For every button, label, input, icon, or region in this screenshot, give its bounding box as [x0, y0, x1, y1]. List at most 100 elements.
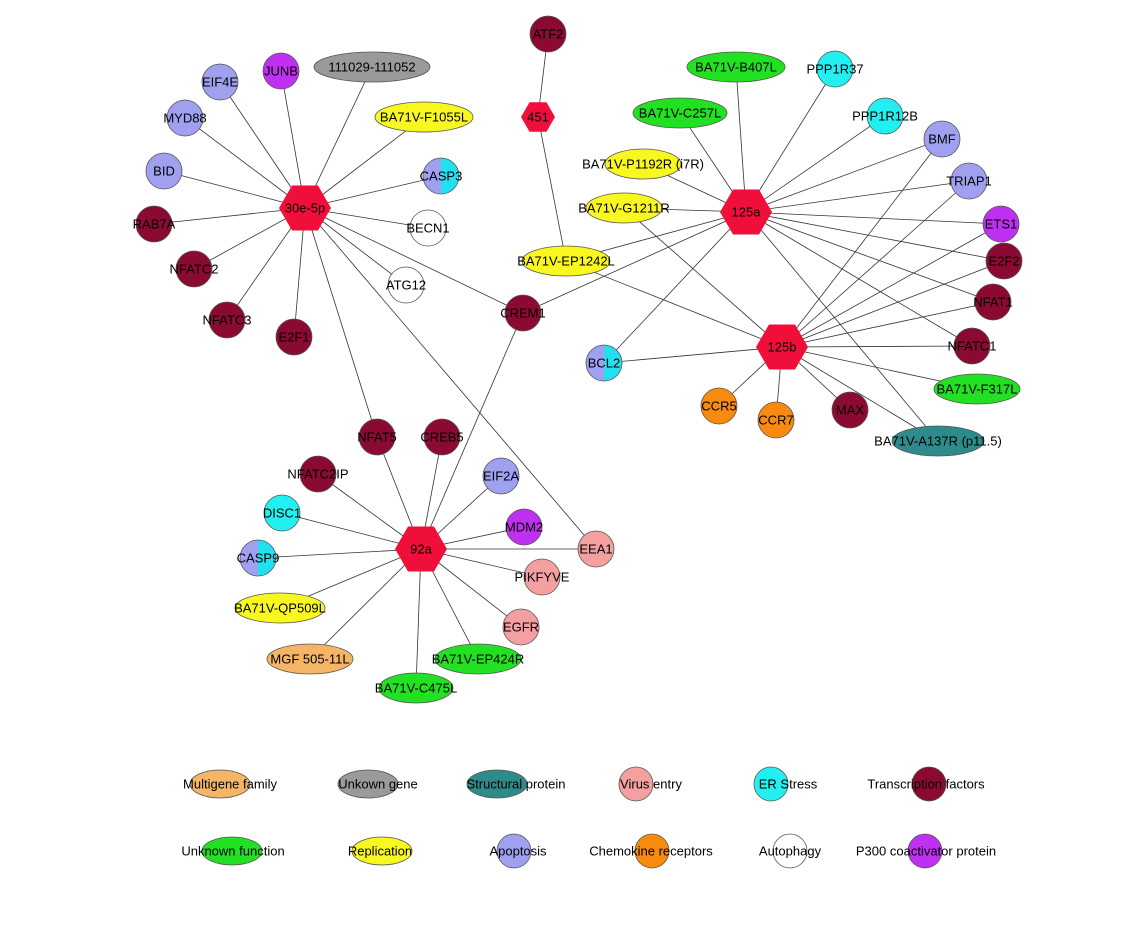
node-label-MGF505: MGF 505-11L: [270, 652, 349, 667]
legend-label-2: Structural protein: [467, 777, 566, 792]
legend-item-3: Virus entry: [618, 766, 682, 802]
node-shape-CASP9: [239, 539, 277, 577]
node-shape-EIF4E: [201, 63, 239, 101]
edge-30e-F1055L: [304, 116, 425, 209]
node-label-CASP3: CASP3: [420, 169, 463, 184]
node-shape-NFATC2: [175, 250, 213, 288]
edge-30e-EEA1: [304, 207, 597, 550]
node-125a: 125a: [720, 189, 772, 235]
node-BMF: BMF: [923, 120, 961, 158]
node-shape-PPP1R12B: [866, 97, 904, 135]
node-label-E2F2: E2F2: [988, 254, 1019, 269]
node-F317L: BA71V-F317L: [933, 373, 1021, 405]
node-label-A137R: BA71V-A137R (p11.5): [874, 434, 1002, 449]
legend-label-9: Chemokine receptors: [589, 844, 713, 859]
legend-item-9: Chemokine receptors: [589, 833, 713, 869]
node-shape-ETS1: [982, 205, 1020, 243]
node-shape-NFAT5: [358, 418, 396, 456]
node-label-BCL2: BCL2: [588, 356, 621, 371]
node-shape-EGFR: [502, 608, 540, 646]
node-label-C257L: BA71V-C257L: [639, 106, 721, 121]
node-EEA1: EEA1: [577, 530, 615, 568]
edge-30e-EIF4E: [219, 81, 306, 209]
node-label-DISC1: DISC1: [263, 506, 301, 521]
node-label-F1055L: BA71V-F1055L: [380, 110, 468, 125]
node-label-NFATC2IP: NFATC2IP: [287, 467, 348, 482]
edge-92a-MGF505: [309, 548, 422, 660]
node-shape-B407L: [686, 51, 786, 83]
node-label-G1211R: BA71V-G1211R: [578, 201, 670, 216]
edge-125a-PPP1R37: [745, 68, 836, 213]
node-shape-QP509L: [234, 592, 326, 624]
node-shape-PPP1R37: [816, 50, 854, 88]
node-DISC1: DISC1: [263, 494, 301, 532]
node-shape-F1055L: [374, 101, 474, 133]
node-shape-CREB5: [423, 418, 461, 456]
node-shape-BID: [145, 152, 183, 190]
edge-92a-DISC1: [281, 512, 422, 550]
legend-swatch-3: [618, 766, 654, 802]
legend-swatch-0: [189, 769, 251, 799]
edge-125b-BCL2: [603, 346, 783, 364]
edge-451-EP1242L: [537, 116, 567, 262]
edge-125b-ETS1: [781, 223, 1002, 348]
node-shape-C257L: [632, 97, 728, 129]
node-shape-TRIAP1: [950, 162, 988, 200]
node-shape-MAX: [831, 391, 869, 429]
node-NFATC2IP: NFATC2IP: [287, 455, 349, 493]
node-shape-PIKFYVE: [523, 558, 561, 596]
node-111029: 111029-111052: [313, 51, 431, 83]
node-label-F317L: BA71V-F317L: [937, 382, 1018, 397]
edge-30e-111029: [304, 66, 373, 209]
node-BECN1: BECN1: [406, 209, 450, 247]
node-NFATC2: NFATC2: [170, 250, 218, 288]
edge-125a-B407L: [735, 66, 747, 213]
legend-swatch-10: [772, 833, 808, 869]
node-label-NFAT1: NFAT1: [973, 295, 1013, 310]
node-label-MYD88: MYD88: [163, 111, 206, 126]
node-shape-92a: [395, 526, 447, 572]
node-EIF4E: EIF4E: [201, 63, 239, 101]
node-shape-JUNB: [262, 52, 300, 90]
node-shape-E2F1: [275, 318, 313, 356]
edge-125b-EP1242L: [565, 260, 783, 348]
node-shape-F317L: [933, 373, 1021, 405]
node-shape-451: [521, 102, 555, 132]
node-ATG12: ATG12: [386, 266, 426, 304]
legend-label-4: ER Stress: [759, 777, 818, 792]
node-NFAT1: NFAT1: [973, 283, 1013, 321]
node-EGFR: EGFR: [502, 608, 540, 646]
edge-125a-A137R: [745, 211, 939, 442]
node-label-TRIAP1: TRIAP1: [946, 174, 992, 189]
edge-92a-CASP9: [257, 548, 422, 559]
node-label-BID: BID: [153, 164, 175, 179]
legend-item-6: Unknown function: [181, 836, 285, 866]
node-label-C475L: BA71V-C475L: [375, 681, 457, 696]
node-label-PPP1R12B: PPP1R12B: [852, 109, 918, 124]
node-label-EGFR: EGFR: [503, 620, 539, 635]
edge-92a-CREM: [420, 312, 524, 550]
legend-swatch-2: [466, 769, 528, 799]
legend-swatch-7: [351, 836, 413, 866]
node-label-ETS1: ETS1: [985, 217, 1018, 232]
node-shape-RAB7A: [135, 205, 173, 243]
node-label-RAB7A: RAB7A: [133, 217, 176, 232]
node-shape-ATG12: [387, 266, 425, 304]
node-label-CCR5: CCR5: [701, 399, 736, 414]
edge-125b-BMF: [781, 138, 943, 348]
legend-swatch-11: [907, 833, 943, 869]
legend-label-7: Replication: [348, 844, 412, 859]
node-JUNB: JUNB: [262, 52, 300, 90]
node-TRIAP1: TRIAP1: [946, 162, 992, 200]
node-92a: 92a: [395, 526, 447, 572]
legend-swatch-5: [911, 766, 947, 802]
node-CASP9: CASP9: [237, 539, 279, 577]
legend-item-8: Apoptosis: [489, 833, 547, 869]
edge-125b-A137R: [781, 346, 939, 442]
node-label-P1192R: BA71V-P1192R (i7R): [582, 157, 704, 172]
node-shape-NFATC2IP: [299, 455, 337, 493]
node-label-PIKFYVE: PIKFYVE: [515, 570, 570, 585]
node-label-111029: 111029-111052: [328, 60, 415, 75]
node-G1211R: BA71V-G1211R: [578, 192, 670, 224]
legend-swatch-1: [337, 769, 399, 799]
